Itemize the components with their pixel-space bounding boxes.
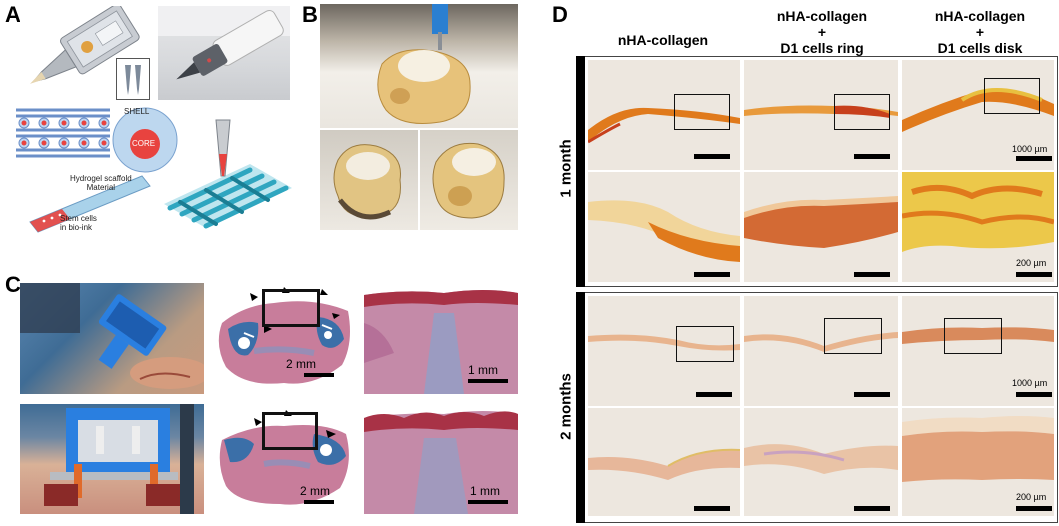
scalebar-1m-c3 <box>1016 156 1052 161</box>
column-header-1: nHA-collagen <box>617 32 709 48</box>
scalebar-c-bot-mid <box>304 500 334 504</box>
column-header-3: nHA-collagen + D1 cells disk <box>934 8 1026 56</box>
row-label-1-month: 1 month <box>557 139 575 198</box>
tile-2m-c2-high <box>744 408 898 516</box>
tile-2m-c3-high: 200 µm <box>902 408 1054 516</box>
tile-1m-c3-high: 200 µm <box>902 172 1054 282</box>
column-header-2: nHA-collagen + D1 cells ring <box>776 8 868 56</box>
scalebar-1m-c1 <box>694 154 730 159</box>
tile-1m-c1-high <box>588 172 740 282</box>
femoral-head-photo-right <box>420 130 518 230</box>
panel-d-label: D <box>552 2 568 27</box>
trichrome-overview-top: 2 mm <box>214 283 354 394</box>
scale-label-c-top-mid: 2 mm <box>286 357 316 371</box>
trichrome-zoom-top: 1 mm <box>364 283 518 394</box>
zoom-box-2m-c3 <box>944 318 1002 354</box>
row-bar-2-months <box>576 292 585 523</box>
scale-label-c-bot-right: 1 mm <box>470 484 500 498</box>
bioprinter-pen-render <box>20 6 150 100</box>
tile-1m-c1-low <box>588 60 740 170</box>
bioprinter-pen-photo <box>158 6 290 100</box>
scalebar-2m-c1 <box>696 392 732 397</box>
scalebar-2m-c1-high <box>694 506 730 511</box>
shell-label: SHELL <box>124 107 150 116</box>
tile-2m-c2-low <box>744 296 898 406</box>
tile-2m-c3-low: 1000 µm <box>902 296 1054 406</box>
scale-label-1m-low: 1000 µm <box>1012 144 1048 154</box>
stem-cells-label: Stem cells in bio-ink <box>60 214 97 232</box>
scalebar-2m-c3 <box>1016 392 1052 397</box>
zoom-box-1m-c2 <box>834 94 890 130</box>
tile-1m-c2-high <box>744 172 898 282</box>
tile-1m-c3-low: 1000 µm <box>902 60 1054 170</box>
panel-c-label: C <box>5 272 21 297</box>
scalebar-1m-c2 <box>854 154 890 159</box>
panel-a-label: A <box>5 2 21 27</box>
scalebar-c-top-right <box>468 379 508 383</box>
surgery-device-photo <box>20 404 204 514</box>
scale-label-c-top-right: 1 mm <box>468 363 498 377</box>
tile-2m-c1-low <box>588 296 740 406</box>
femoral-head-photo-left <box>320 130 418 230</box>
zoom-box-bottom <box>262 412 318 450</box>
scalebar-2m-c2 <box>854 392 890 397</box>
row-bar-1-month <box>576 56 585 287</box>
scalebar-2m-c3-high <box>1016 506 1052 511</box>
trichrome-zoom-bottom: 1 mm <box>364 404 518 514</box>
femoral-head-print-photo <box>320 4 518 128</box>
row-label-2-months: 2 months <box>557 373 575 440</box>
surgery-handheld-photo <box>20 283 204 394</box>
zoom-box-2m-c1 <box>676 326 734 362</box>
tile-2m-c1-high <box>588 408 740 516</box>
scale-label-c-bot-mid: 2 mm <box>300 484 330 498</box>
core-shell-diagram: SHELL CORE Hydrogel scaffold Material St… <box>10 104 294 238</box>
tile-1m-c2-low <box>744 60 898 170</box>
zoom-box-top <box>262 289 320 327</box>
scalebar-1m-c3-high <box>1016 272 1052 277</box>
zoom-box-2m-c2 <box>824 318 882 354</box>
core-label: CORE <box>132 139 156 148</box>
scalebar-c-bot-right <box>468 500 508 504</box>
zoom-box-1m-c1 <box>674 94 730 130</box>
scalebar-c-top-mid <box>304 373 334 377</box>
scalebar-1m-c2-high <box>854 272 890 277</box>
scale-label-2m-high: 200 µm <box>1016 492 1047 502</box>
trichrome-overview-bottom: 2 mm <box>214 404 354 514</box>
zoom-box-1m-c3 <box>984 78 1040 114</box>
scale-label-2m-low: 1000 µm <box>1012 378 1048 388</box>
scale-label-1m-high: 200 µm <box>1016 258 1047 268</box>
scalebar-1m-c1-high <box>694 272 730 277</box>
hydrogel-label: Hydrogel scaffold Material <box>70 174 132 192</box>
scalebar-2m-c2-high <box>854 506 890 511</box>
panel-b-label: B <box>302 2 318 27</box>
nozzle-inset <box>116 58 150 100</box>
